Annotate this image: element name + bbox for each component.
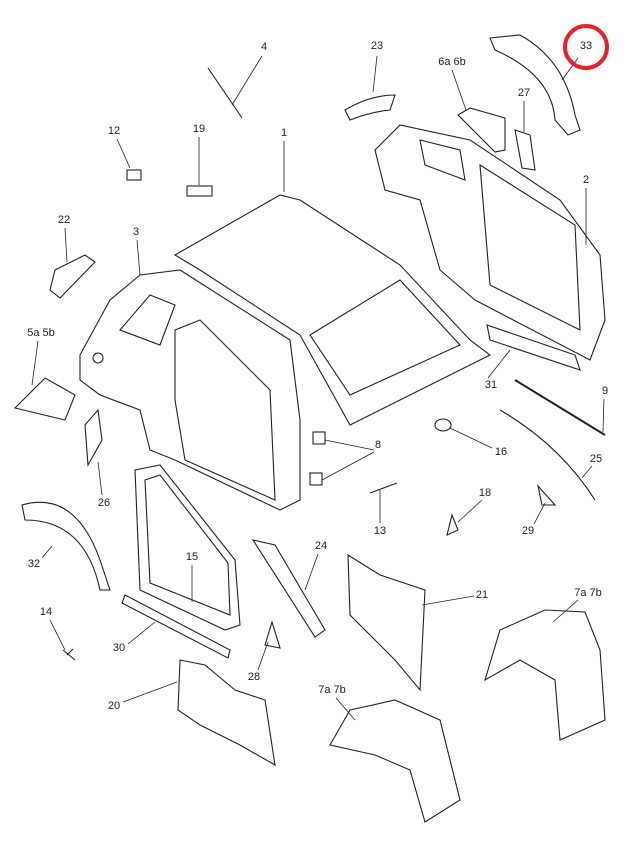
callout-29[interactable]: 29 <box>520 525 536 537</box>
part-19 <box>186 185 213 197</box>
part-31 <box>486 324 581 371</box>
part-14 <box>62 648 76 661</box>
part-13 <box>369 482 398 494</box>
callout-6a-6b[interactable]: 6a 6b <box>437 56 467 68</box>
part-16 <box>434 418 452 432</box>
callout-19[interactable]: 19 <box>191 123 207 135</box>
callout-12[interactable]: 12 <box>106 125 122 137</box>
callout-14[interactable]: 14 <box>38 606 54 618</box>
callout-9[interactable]: 9 <box>600 385 610 397</box>
callout-30[interactable]: 30 <box>111 642 127 654</box>
part-22 <box>49 254 96 299</box>
part-8b <box>309 472 323 486</box>
callout-13[interactable]: 13 <box>372 525 388 537</box>
part-8a <box>312 431 326 445</box>
callout-15[interactable]: 15 <box>184 551 200 563</box>
leader-lines <box>31 55 605 721</box>
part-7-center <box>329 699 461 823</box>
callout-20[interactable]: 20 <box>106 700 122 712</box>
part-30 <box>121 594 231 659</box>
highlight-circle <box>563 24 609 70</box>
part-6-window <box>457 107 506 153</box>
part-body-side-right <box>374 124 606 361</box>
part-9 <box>514 379 606 436</box>
part-4 <box>207 67 243 119</box>
callout-26[interactable]: 26 <box>96 497 112 509</box>
part-23 <box>344 94 396 121</box>
callout-27[interactable]: 27 <box>516 87 532 99</box>
part-5 <box>13 377 76 421</box>
callout-4[interactable]: 4 <box>259 41 269 53</box>
callout-1[interactable]: 1 <box>279 127 289 139</box>
callout-5a-5b[interactable]: 5a 5b <box>26 327 56 339</box>
part-27 <box>514 129 536 171</box>
part-20 <box>177 659 276 767</box>
callout-32[interactable]: 32 <box>26 558 42 570</box>
part-15 <box>134 464 241 631</box>
callout-2[interactable]: 2 <box>581 174 591 186</box>
callout-16[interactable]: 16 <box>493 446 509 458</box>
part-29 <box>537 484 557 506</box>
part-24 <box>251 539 326 638</box>
callout-7a-7b-center[interactable]: 7a 7b <box>317 684 347 696</box>
part-33-arch <box>489 34 581 136</box>
part-32 <box>21 501 111 591</box>
callout-24[interactable]: 24 <box>313 540 329 552</box>
part-21 <box>347 553 426 692</box>
part-25 <box>499 409 596 501</box>
part-26 <box>84 408 103 467</box>
callout-31[interactable]: 31 <box>483 379 499 391</box>
callout-21[interactable]: 21 <box>474 589 490 601</box>
part-12 <box>126 169 142 181</box>
part-body-side-left <box>79 269 301 511</box>
callout-3[interactable]: 3 <box>131 226 141 238</box>
callout-22[interactable]: 22 <box>56 214 72 226</box>
part-28 <box>264 620 281 649</box>
callout-18[interactable]: 18 <box>477 487 493 499</box>
callout-33[interactable]: 33 <box>579 40 593 52</box>
callout-7a-7b-right[interactable]: 7a 7b <box>573 587 603 599</box>
callout-8[interactable]: 8 <box>373 439 383 451</box>
callout-25[interactable]: 25 <box>588 453 604 465</box>
part-18 <box>446 513 459 536</box>
callout-28[interactable]: 28 <box>246 671 262 683</box>
callout-23[interactable]: 23 <box>369 40 385 52</box>
part-7-right <box>484 609 606 741</box>
